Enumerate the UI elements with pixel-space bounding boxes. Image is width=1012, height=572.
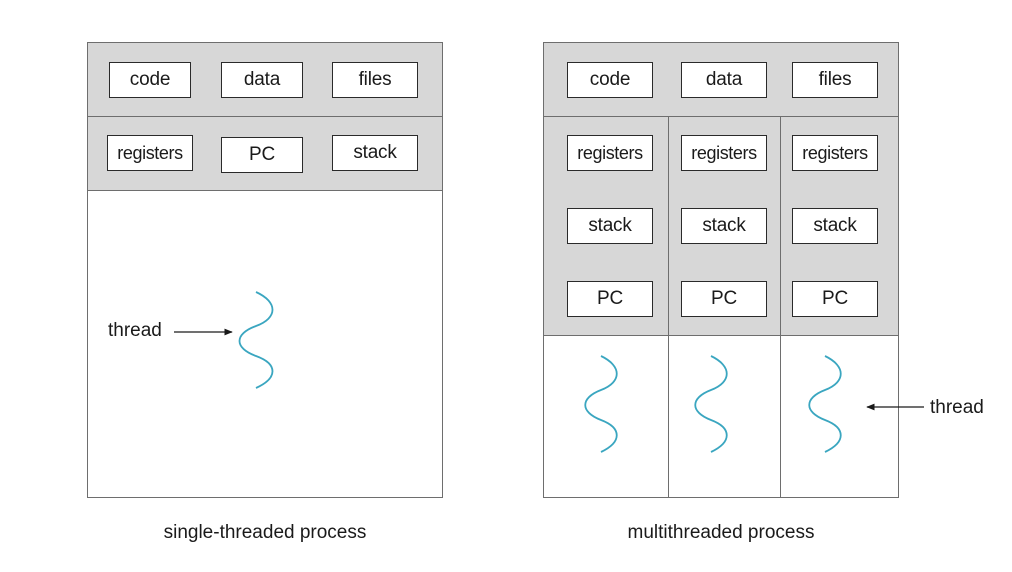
thread-1-squiggle-icon [584,355,618,453]
thread-column-divider-2 [780,117,781,497]
multi-thread-divider [544,335,898,336]
thread-3-pc-box: PC [792,281,878,317]
multi-thread-label: thread [930,397,984,418]
single-thread-label: thread [108,320,162,341]
code-box: code [567,62,653,98]
thread-3-stack-box: stack [792,208,878,244]
single-thread-divider [88,190,442,191]
single-threaded-process: code data files registers PC stack [87,42,443,498]
data-box: data [681,62,767,98]
thread-3-registers-box: registers [792,135,878,171]
files-box: files [792,62,878,98]
pc-box: PC [221,137,303,173]
thread-2-stack-box: stack [681,208,767,244]
thread-2-squiggle-icon [694,355,728,453]
thread-3-squiggle-icon [808,355,842,453]
multi-process-caption: multithreaded process [627,522,815,543]
single-shared-divider [88,116,442,117]
stack-box: stack [332,135,418,171]
multi-shared-divider [544,116,898,117]
thread-column-divider-1 [668,117,669,497]
thread-squiggle-icon [238,291,274,389]
code-box: code [109,62,191,98]
thread-2-registers-box: registers [681,135,767,171]
thread-1-stack-box: stack [567,208,653,244]
thread-1-pc-box: PC [567,281,653,317]
single-process-caption: single-threaded process [163,522,367,543]
data-box: data [221,62,303,98]
files-box: files [332,62,418,98]
thread-2-pc-box: PC [681,281,767,317]
multithreaded-process: code data files registers stack PC regis… [543,42,899,498]
registers-box: registers [107,135,193,171]
thread-1-registers-box: registers [567,135,653,171]
